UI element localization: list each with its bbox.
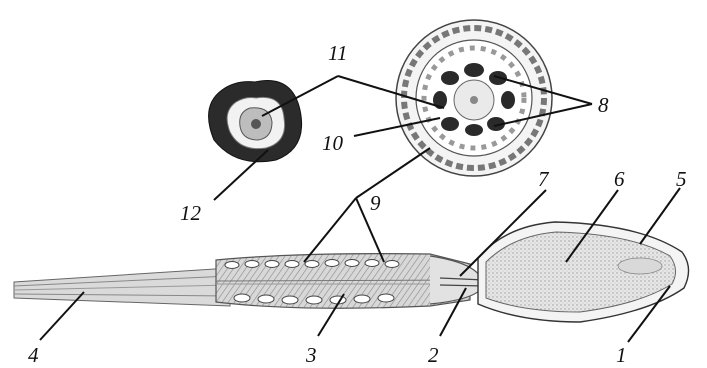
label-10: 10 [322,131,344,155]
tail-end-piece [14,268,230,306]
sperm-neck [430,256,484,304]
label-8: 8 [598,93,609,117]
label-3: 3 [305,343,317,367]
label-4: 4 [28,343,39,367]
label-5: 5 [676,167,687,191]
label-2: 2 [428,343,439,367]
label-11: 11 [328,41,347,65]
label-9: 9 [370,191,381,215]
label-1: 1 [616,343,627,367]
label-7: 7 [538,167,550,191]
label-6: 6 [614,167,625,191]
cross-section-middle-piece [396,20,552,176]
cross-section-end-piece [209,81,302,162]
label-12: 12 [180,201,202,225]
